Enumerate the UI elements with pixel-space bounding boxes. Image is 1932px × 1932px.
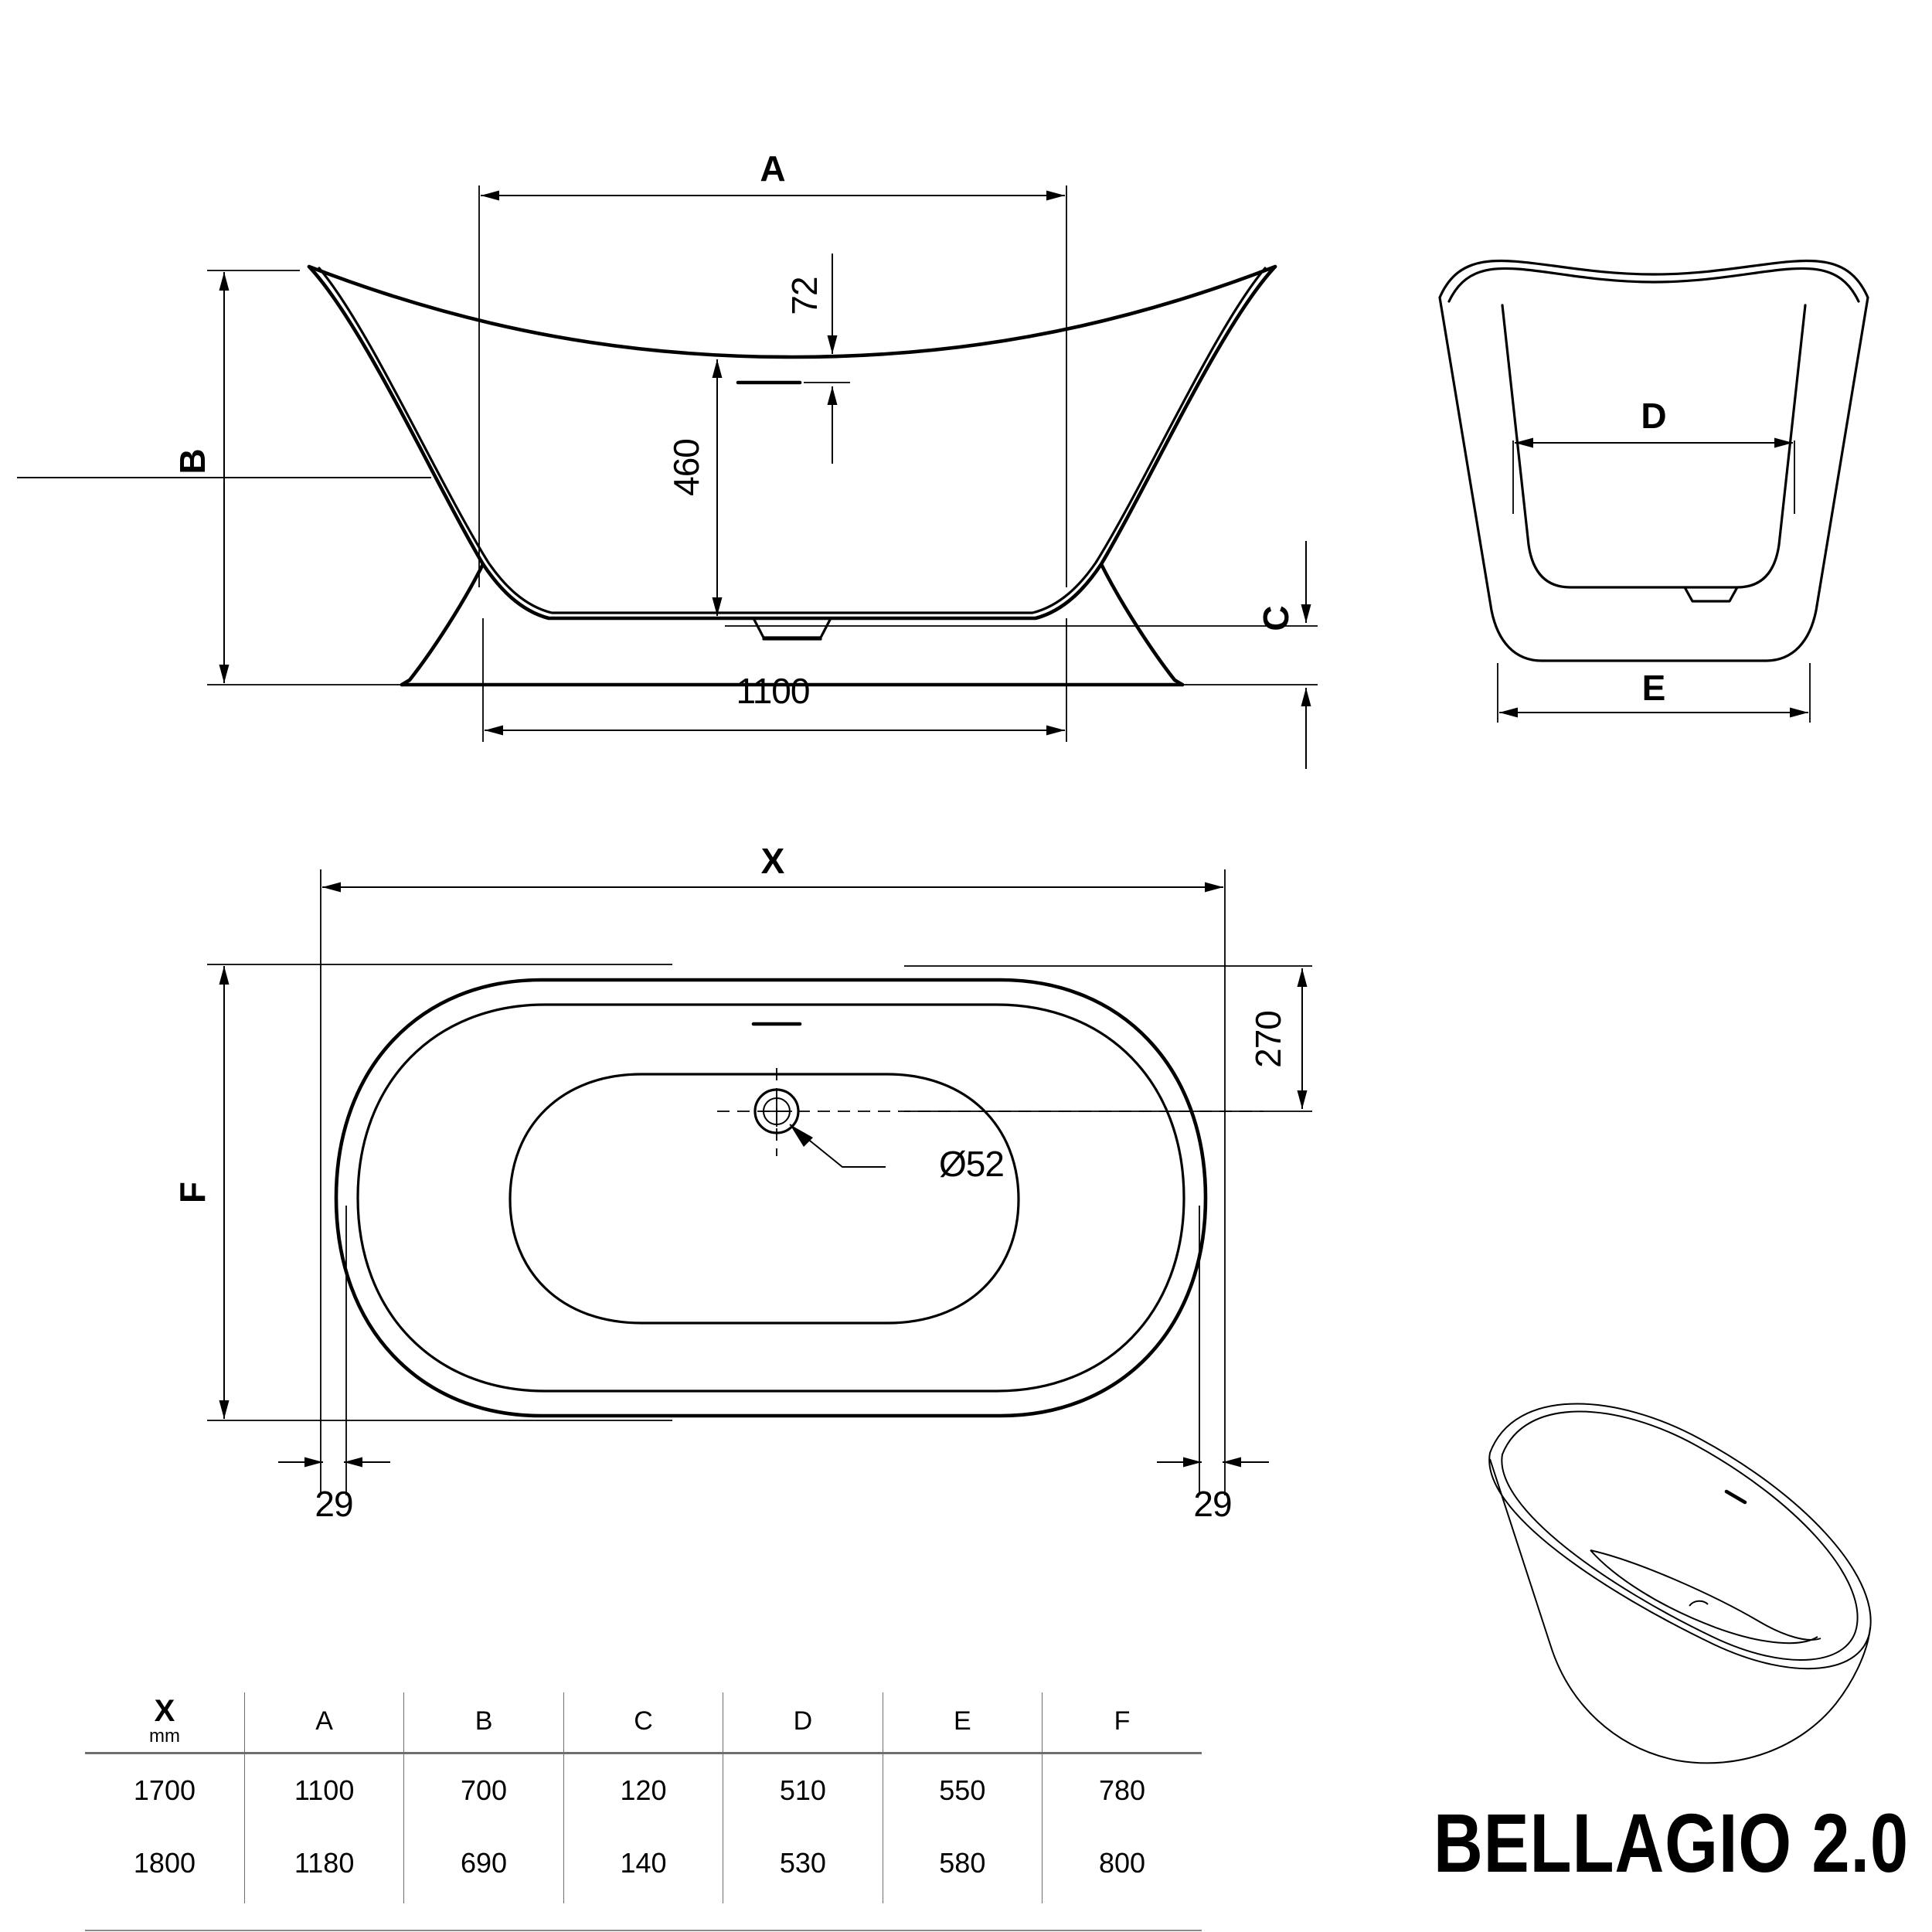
cell-r0-b: 700	[403, 1753, 564, 1827]
table-row: 1700 1100 700 120 510 550 780	[85, 1753, 1202, 1827]
cell-r0-c: 120	[563, 1753, 723, 1827]
col-header-x-unit: mm	[148, 1725, 180, 1747]
spec-table-body: 1700 1100 700 120 510 550 780 1800 1180 …	[85, 1753, 1202, 1903]
front-tub-base-right	[1099, 562, 1185, 687]
perspective-view	[1488, 1403, 1872, 1764]
col-header-c: C	[563, 1692, 723, 1753]
cell-r0-d: 510	[723, 1753, 883, 1827]
side-drain-nib	[1683, 586, 1739, 603]
table-bottom-rule	[85, 1930, 1202, 1931]
front-tub-inner-profile	[318, 267, 1267, 614]
cell-r0-x: 1700	[133, 1774, 196, 1806]
dim-x-label: X	[761, 841, 785, 881]
dim-c-label: C	[1256, 605, 1296, 631]
front-tub-outer-profile	[307, 264, 1277, 621]
col-header-x: X mm	[85, 1692, 244, 1753]
front-elevation-view: B A 72 460 C 1100	[17, 148, 1318, 769]
spec-table-head: X mm A B C D E F	[85, 1692, 1202, 1753]
col-header-a: A	[243, 1692, 404, 1753]
dim-b-label: B	[172, 448, 213, 474]
dim-a-label: A	[760, 148, 785, 189]
plan-drain-leader-arrow	[790, 1124, 813, 1147]
perspective-drain-marker	[1689, 1600, 1709, 1607]
table-row: 1800 1180 690 140 530 580 800	[85, 1827, 1202, 1903]
cell-r1-d: 530	[723, 1827, 883, 1903]
cell-r1-a: 1180	[243, 1827, 404, 1903]
plan-bowl-outline	[509, 1073, 1020, 1325]
perspective-inner-bowl	[1590, 1549, 1818, 1645]
cell-r1-x: 1800	[133, 1847, 196, 1879]
plan-rim-inner	[356, 1003, 1185, 1393]
perspective-rim-outer	[1488, 1403, 1872, 1670]
front-tub-base	[400, 562, 485, 687]
plan-drain-group: Ø52	[717, 1068, 1264, 1184]
front-tub-rim-outer	[307, 264, 1277, 359]
front-drain-nib	[752, 617, 832, 639]
dim-d-label: D	[1641, 396, 1666, 436]
col-header-e: E	[882, 1692, 1043, 1753]
side-elevation-view: D E	[1438, 259, 1869, 723]
col-header-b: B	[403, 1692, 564, 1753]
cell-r1-b: 690	[403, 1827, 564, 1903]
dim-29-right-label: 29	[1193, 1484, 1231, 1524]
dim-270-label: 270	[1248, 1011, 1288, 1068]
perspective-body-left	[1489, 1458, 1678, 1761]
page-title: BELLAGIO 2.0	[1433, 1796, 1909, 1889]
dim-29-left-label: 29	[315, 1484, 352, 1524]
col-header-x-main: X	[154, 1693, 175, 1728]
cell-r1-f: 800	[1042, 1827, 1202, 1903]
perspective-inner-bowl-edge	[1590, 1549, 1821, 1641]
side-tub-bowl	[1501, 304, 1807, 589]
dim-f-label: F	[172, 1182, 213, 1203]
perspective-overflow-slot	[1724, 1489, 1747, 1505]
dim-72-label: 72	[784, 277, 825, 315]
perspective-rim-inner	[1501, 1410, 1859, 1662]
col-header-f: F	[1042, 1692, 1202, 1753]
cell-r0-e: 550	[882, 1753, 1043, 1827]
spec-table: X mm A B C D E F 1700 1100 700 120 510 5…	[85, 1692, 1202, 1903]
cell-r0-f: 780	[1042, 1753, 1202, 1827]
dim-e-label: E	[1642, 668, 1666, 708]
dim-1100-label: 1100	[736, 671, 810, 711]
cell-r1-c: 140	[563, 1827, 723, 1903]
perspective-body-bottom	[1676, 1627, 1871, 1764]
spec-table-header-row: X mm A B C D E F	[85, 1692, 1202, 1753]
side-tub-rim-inner	[1447, 267, 1860, 303]
plan-rim-outer	[334, 978, 1208, 1418]
spec-table-container: X mm A B C D E F 1700 1100 700 120 510 5…	[85, 1692, 1202, 1903]
plan-drain-label: Ø52	[939, 1144, 1004, 1184]
side-tub-outer-profile	[1438, 259, 1869, 662]
plan-view: Ø52 X F 270 29 29	[172, 841, 1312, 1524]
cell-r0-a: 1100	[243, 1753, 404, 1827]
cell-r1-e: 580	[882, 1827, 1043, 1903]
col-header-d: D	[723, 1692, 883, 1753]
dim-460-label: 460	[666, 439, 706, 496]
